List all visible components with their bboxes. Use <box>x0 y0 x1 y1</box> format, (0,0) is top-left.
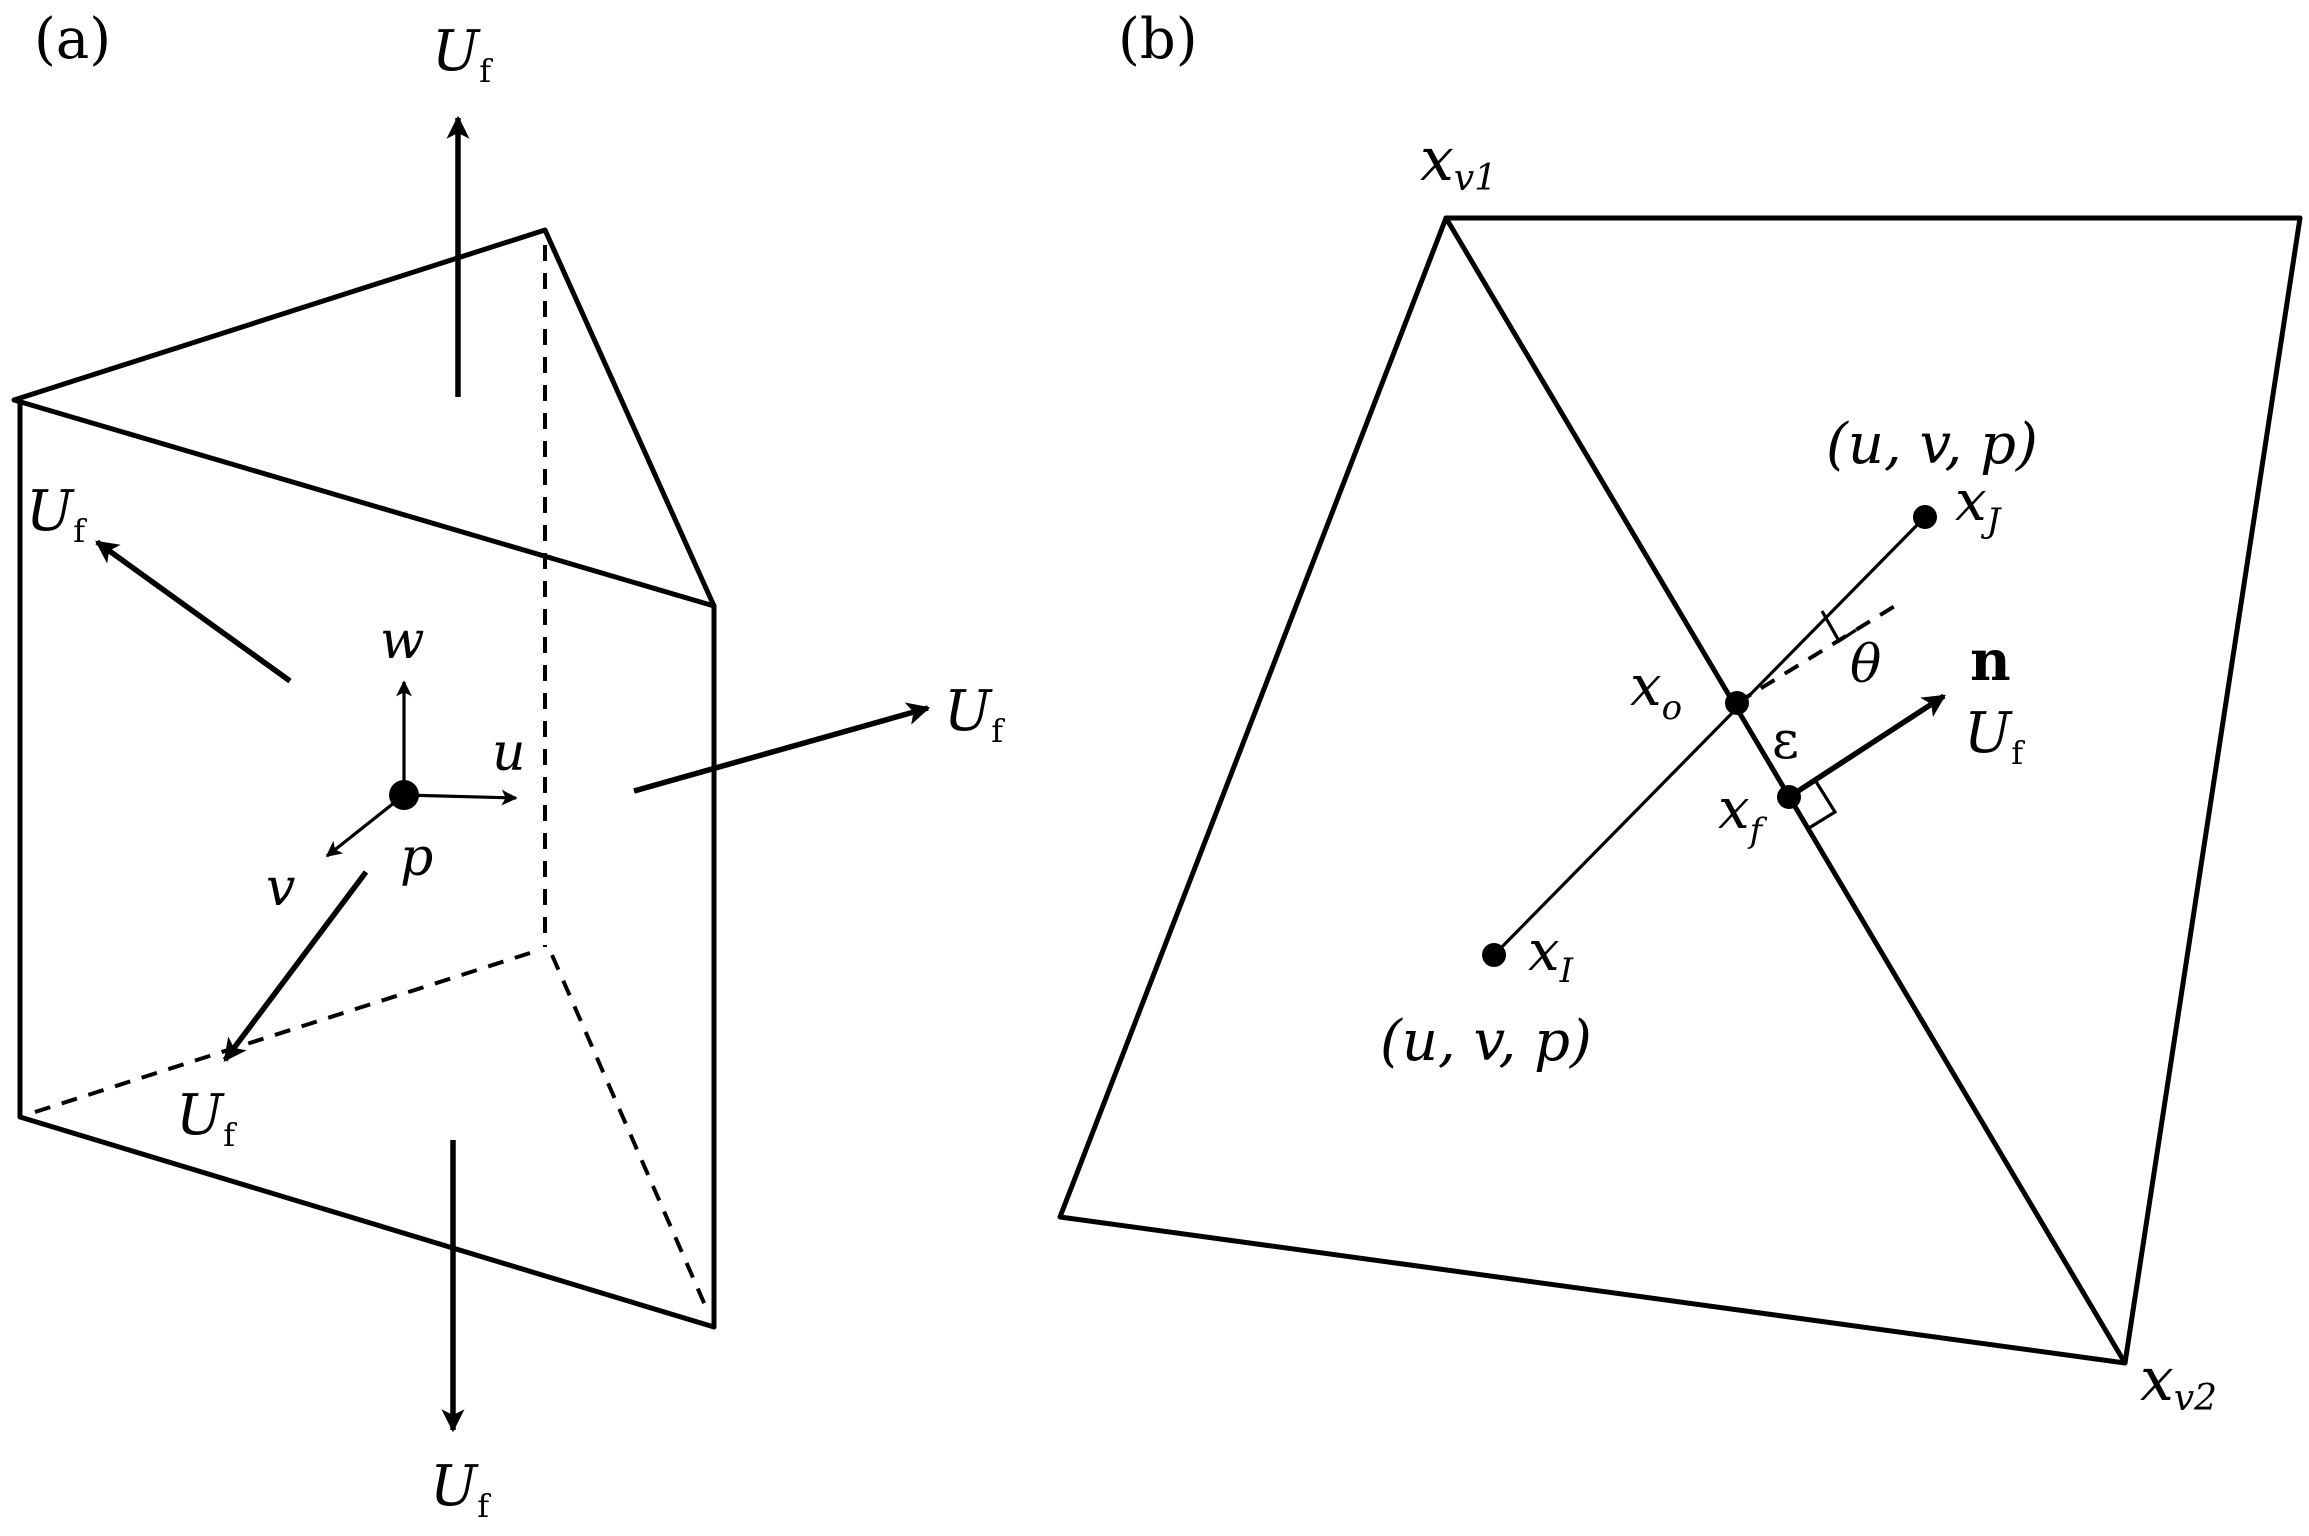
pressure-label: p <box>400 828 433 888</box>
flux-label-right: Uf <box>944 679 1005 750</box>
xJ-label: xJ <box>1955 469 2003 541</box>
flux-arrow-left <box>95 539 292 684</box>
face-flux-label: Uf <box>1964 701 2025 772</box>
epsilon-label: ε <box>1772 711 1799 771</box>
prism-hidden-bottom-right <box>550 954 710 1313</box>
vertex-v1-label: xv1 <box>1420 125 1497 199</box>
flux-arrow-right <box>633 702 931 794</box>
prism <box>11 227 717 1330</box>
right-angle-mark <box>1808 779 1838 830</box>
flux-label-left: Uf <box>26 479 87 550</box>
prism-bottom-edge <box>17 1114 717 1330</box>
xI-label: xI <box>1528 919 1574 991</box>
flux-label-bottom: Uf <box>430 1454 491 1525</box>
state-label-bottom: (u, v, p) <box>1380 1009 1592 1074</box>
point-xJ <box>1913 505 1937 529</box>
centroid-line <box>1492 515 1927 957</box>
normal-extension <box>1735 599 1905 705</box>
state-label-top: (u, v, p) <box>1826 412 2038 477</box>
theta-label: θ <box>1850 635 1881 695</box>
face-normal-arrow <box>1787 693 1946 800</box>
panel-a: (a) w u v p Uf Uf Uf Uf Uf <box>11 7 1005 1525</box>
velocity-v-arrow <box>325 793 405 858</box>
normal-vector-label: n <box>1970 628 2011 694</box>
velocity-v-label: v <box>266 858 295 918</box>
prism-hidden-bottom-left <box>34 951 531 1114</box>
panel-a-label: (a) <box>34 7 111 72</box>
flux-arrow-front <box>222 870 369 1062</box>
point-xf <box>1777 785 1801 809</box>
flux-label-front: Uf <box>176 1083 237 1154</box>
xf-label: xf <box>1718 777 1768 851</box>
velocity-w-label: w <box>380 611 425 671</box>
point-xI <box>1482 943 1506 967</box>
flux-label-top: Uf <box>432 19 493 90</box>
panel-b: (b) xv1 xv2 (u, v, p) (u, v, p) xJ xI xo… <box>1057 7 2303 1419</box>
velocity-u-arrow <box>403 789 518 806</box>
vertex-v2-label: xv2 <box>2140 1345 2217 1419</box>
point-xo <box>1725 691 1749 715</box>
xo-label: xo <box>1630 654 1682 728</box>
velocity-u-label: u <box>492 723 526 783</box>
prism-top-face <box>11 227 717 609</box>
panel-b-label: (b) <box>1118 7 1198 72</box>
theta-angle-mark <box>1820 610 1857 644</box>
cell-quadrilateral <box>1057 215 2303 1366</box>
